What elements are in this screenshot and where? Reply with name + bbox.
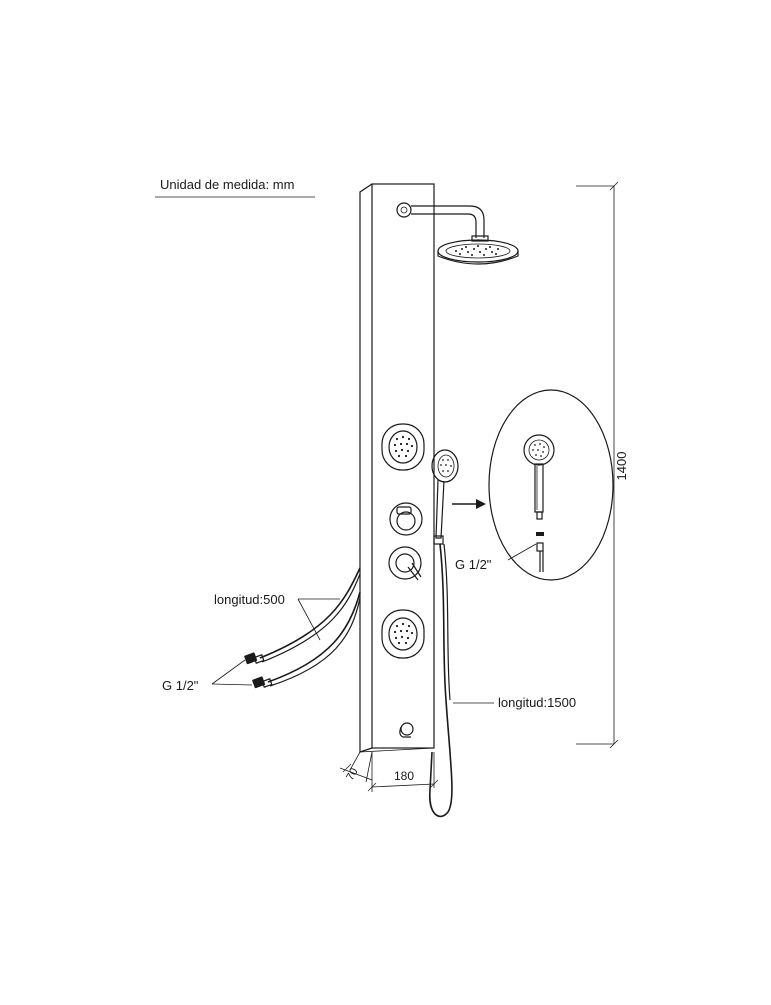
width-label: 180 — [394, 769, 414, 783]
detail-callout — [488, 389, 614, 581]
shower-arm — [396, 202, 485, 238]
depth-dimension — [339, 751, 373, 783]
thermostatic-knob — [388, 546, 422, 581]
height-dimension — [576, 181, 619, 749]
unit-label: Unidad de medida: mm — [160, 177, 294, 192]
depth-label: 70 — [344, 766, 361, 783]
shower-hose — [429, 543, 453, 818]
diverter-knob — [389, 502, 423, 536]
panel-body — [359, 183, 435, 753]
inlet-thread-label: G 1/2" — [162, 678, 199, 693]
height-label: 1400 — [614, 452, 629, 481]
width-dimension — [367, 752, 439, 792]
body-jet-lower — [381, 609, 425, 659]
inlet-hoses — [244, 567, 361, 689]
inlet-thread-leader — [211, 659, 246, 685]
hand-shower — [431, 449, 459, 545]
rain-shower-head — [437, 235, 519, 265]
inlet-length-label: longitud:500 — [214, 592, 285, 607]
hand-shower-thread-label: G 1/2" — [455, 557, 492, 572]
detail-arrow — [452, 499, 486, 509]
body-jet-upper — [381, 423, 425, 471]
tub-spout — [399, 722, 414, 738]
shower-hose-length-label: longitud:1500 — [498, 695, 576, 710]
